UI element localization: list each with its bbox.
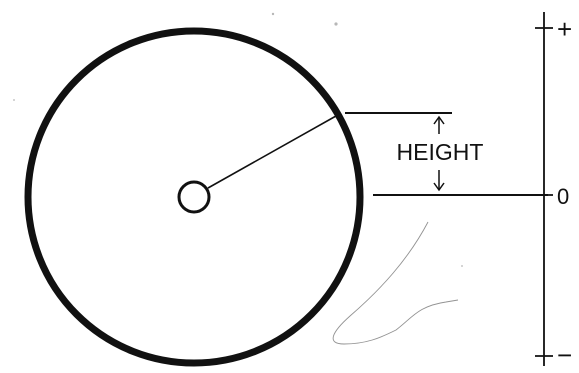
radius-line bbox=[207, 115, 337, 189]
scale-zero-label: 0 bbox=[557, 184, 569, 209]
wheel-circle bbox=[24, 27, 364, 367]
height-label: HEIGHT bbox=[397, 139, 484, 165]
scan-specks bbox=[13, 12, 463, 267]
scale-ticks bbox=[535, 27, 553, 357]
scale-minus-label: − bbox=[557, 340, 572, 370]
scale-plus-label: + bbox=[557, 14, 572, 44]
pencil-smudge-marks bbox=[332, 221, 459, 345]
height-dimension-arrows bbox=[433, 115, 445, 192]
hub-circle bbox=[177, 180, 211, 214]
